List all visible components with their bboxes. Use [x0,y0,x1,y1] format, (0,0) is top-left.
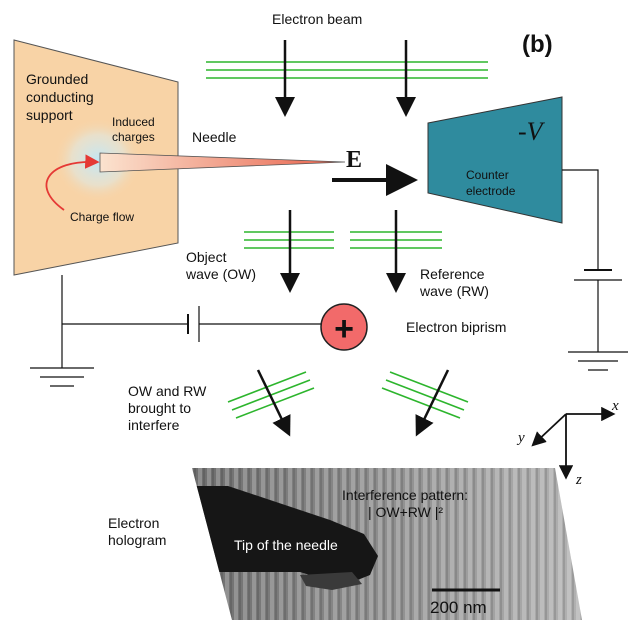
biprism-circuit [30,275,322,387]
interfere-label-line2: brought to [128,400,191,416]
counter-electrode [427,96,563,224]
charge-flow-label: Charge flow [70,210,134,224]
induced-charges-line1: Induced [112,115,155,129]
hologram-label-line2: hologram [108,532,166,548]
biprism-plus-symbol: + [334,310,354,348]
needle [99,152,346,173]
right-deflected-wavefronts [381,371,469,419]
support-label-line2: conducting [26,89,94,105]
interfere-label-line1: OW and RW [128,383,207,399]
reference-wave-line2: wave (RW) [419,283,489,299]
scale-bar-label: 200 nm [430,598,487,617]
interference-pattern-line2: | OW+RW |² [368,504,443,520]
tip-of-needle-label: Tip of the needle [234,537,338,553]
electrode-label-line1: Counter [466,168,509,182]
electron-biprism [320,303,368,351]
electrode-label-line2: electrode [466,184,516,198]
electron-beam-label: Electron beam [272,11,362,27]
axis-z-label: z [575,472,582,488]
interference-pattern-line1: Interference pattern: [342,487,468,503]
incoming-wavefronts [206,61,488,79]
hologram-label-line1: Electron [108,515,159,531]
object-wave-line1: Object [186,249,227,265]
needle-label: Needle [192,129,237,145]
reference-wave-line1: Reference [420,266,485,282]
object-wave-line2: wave (OW) [185,266,256,282]
support-label-line1: Grounded [26,71,88,87]
axis-x-label: x [611,398,619,414]
biprism-label: Electron biprism [406,319,506,335]
interfere-label-line3: interfere [128,417,180,433]
field-label: E [346,147,362,173]
panel-label: (b) [522,31,553,58]
electrode-circuit [562,169,628,371]
needle-tip-silhouette [192,486,378,583]
left-deflected-arrow [256,369,291,437]
electron-hologram-image [192,468,582,620]
right-deflected-arrow [415,369,450,437]
axis-y-label: y [516,430,525,446]
support-label-line3: support [26,107,73,123]
induced-charges-line2: charges [112,130,155,144]
charge-flow-arrow [45,154,100,211]
coordinate-axes [531,406,616,480]
voltage-label: -V [518,117,546,146]
